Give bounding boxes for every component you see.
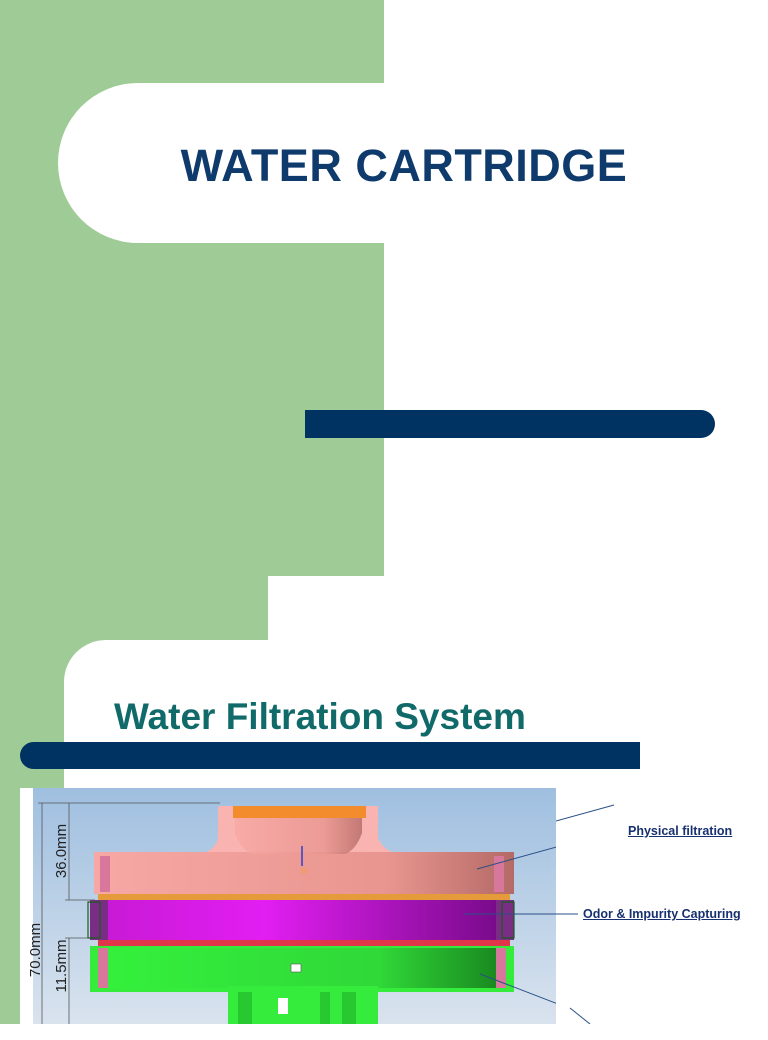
cartridge-diagram: 70.0mm 36.0mm 11.5mm: [20, 788, 615, 1025]
cartridge-cross-section: 70.0mm 36.0mm 11.5mm: [27, 788, 615, 1025]
dimension-total: 70.0mm: [27, 923, 44, 977]
title-panel: [58, 83, 768, 243]
callout-lines-extension: [556, 804, 615, 1024]
slide-subtitle: Water Filtration System: [114, 696, 526, 737]
accent-bar-top: [305, 410, 715, 438]
dimension-lower: 11.5mm: [53, 939, 70, 992]
accent-bar-bottom: [20, 742, 640, 769]
dimension-upper: 36.0mm: [53, 824, 70, 878]
label-physical-filtration: Physical filtration: [628, 824, 733, 838]
label-odor-impurity: Odor & Impurity Capturing: [583, 907, 741, 921]
slide-title: WATER CARTRIDGE: [180, 140, 628, 191]
